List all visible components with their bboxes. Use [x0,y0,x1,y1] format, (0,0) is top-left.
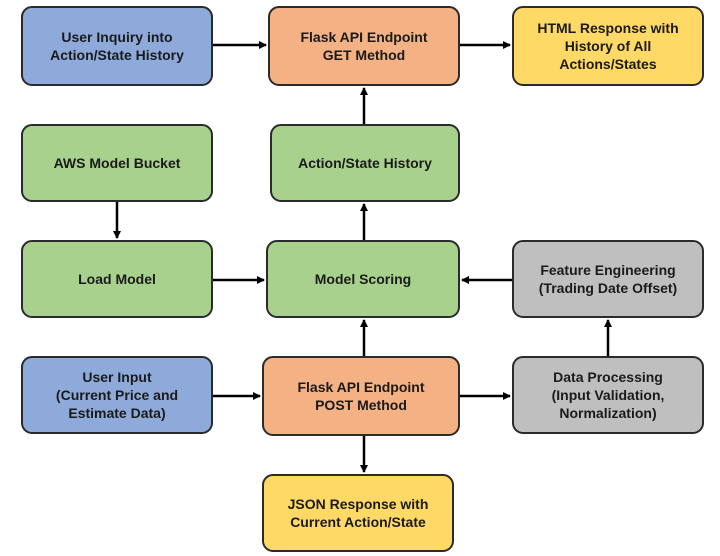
node-html-response: HTML Response with History of All Action… [512,6,704,86]
node-user-inquiry: User Inquiry into Action/State History [21,6,213,86]
node-data-processing: Data Processing (Input Validation, Norma… [512,356,704,434]
node-flask-post-endpoint: Flask API Endpoint POST Method [262,356,460,436]
node-load-model: Load Model [21,240,213,318]
node-action-state-history: Action/State History [270,124,460,202]
node-model-scoring: Model Scoring [266,240,460,318]
node-feature-engineering: Feature Engineering (Trading Date Offset… [512,240,704,318]
node-user-input: User Input (Current Price and Estimate D… [21,356,213,434]
node-json-response: JSON Response with Current Action/State [262,474,454,552]
node-aws-model-bucket: AWS Model Bucket [21,124,213,202]
node-flask-get-endpoint: Flask API Endpoint GET Method [268,6,460,86]
